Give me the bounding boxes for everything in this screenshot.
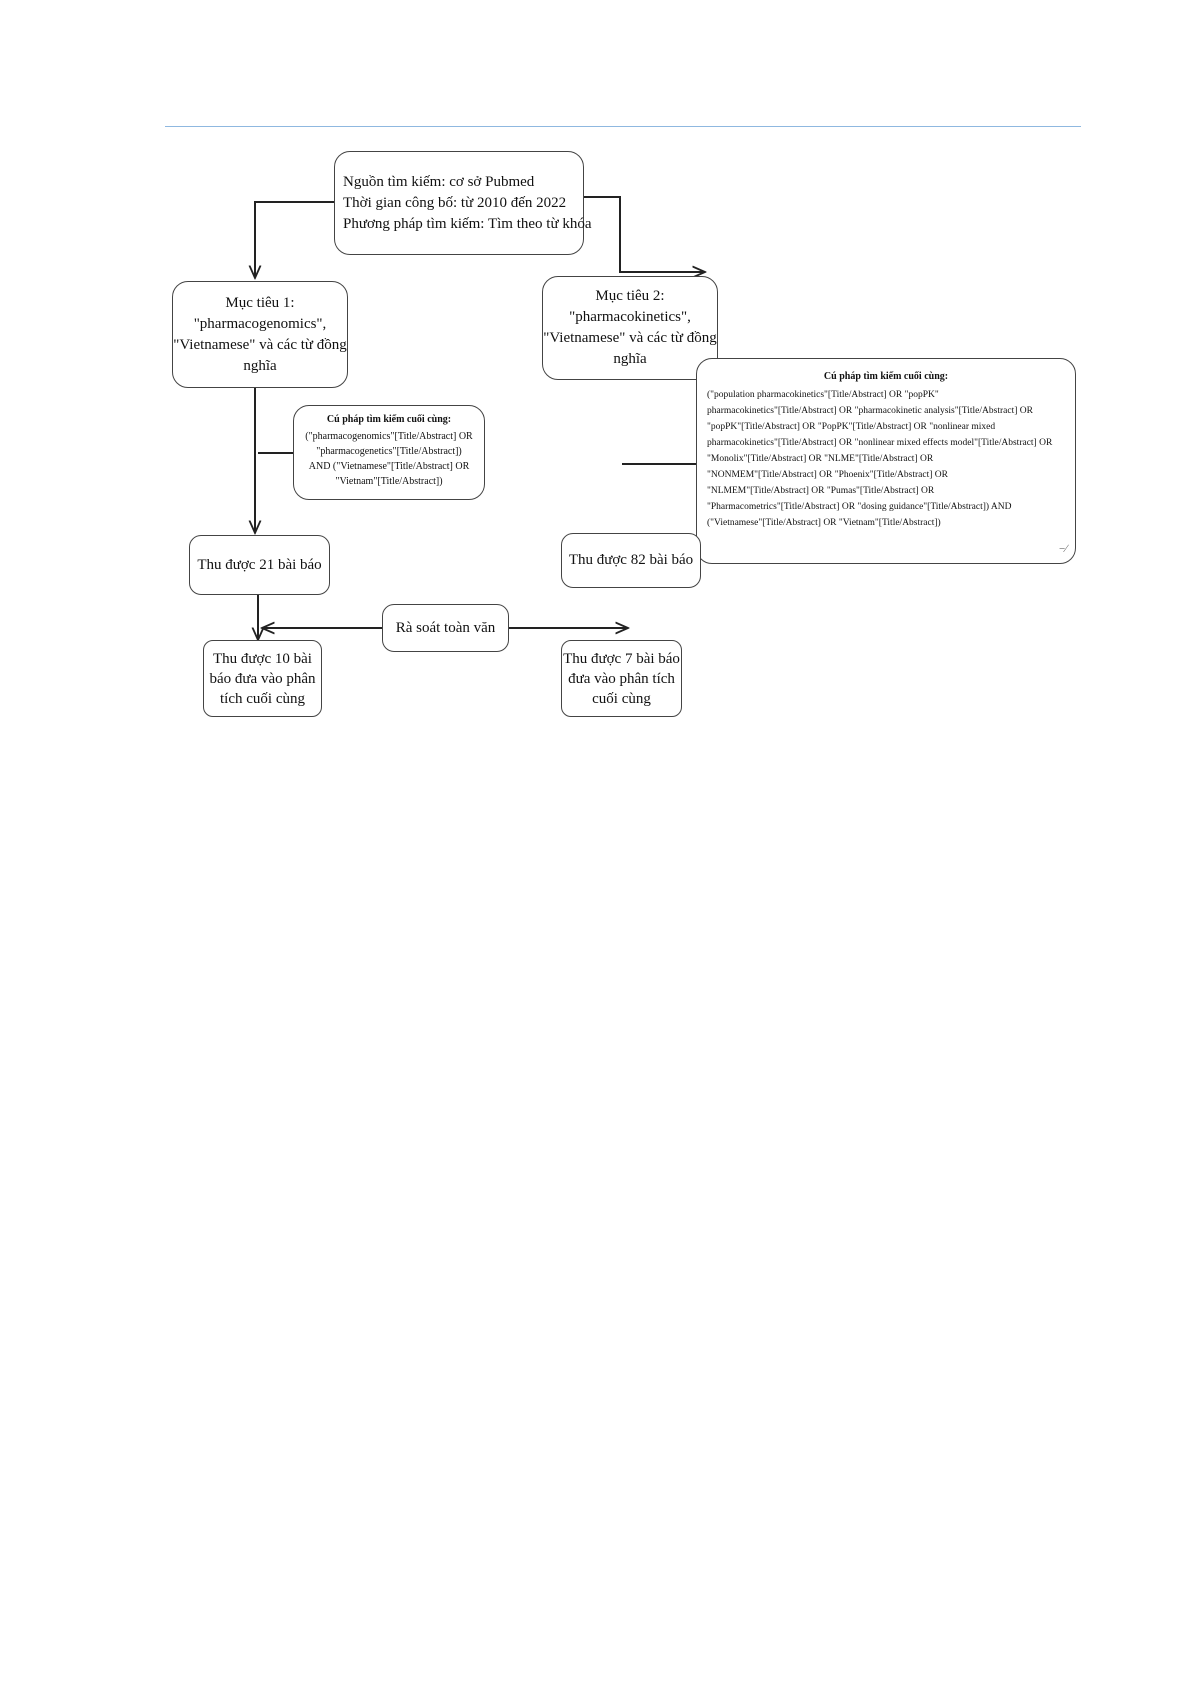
source-line-1: Nguồn tìm kiếm: cơ sở Pubmed — [343, 173, 535, 190]
syntax2-line-8: "Pharmacometrics"[Title/Abstract] OR "do… — [707, 502, 1012, 512]
syntax2-box: Cú pháp tìm kiếm cuối cùng: ("population… — [696, 358, 1076, 564]
goal1-line-4: nghĩa — [243, 357, 277, 374]
syntax2-line-2: pharmacokinetics"[Title/Abstract] OR "ph… — [707, 406, 1033, 416]
syntax2-line-7: "NLMEM"[Title/Abstract] OR "Pumas"[Title… — [707, 486, 935, 496]
connector-source-goal2 — [584, 196, 705, 272]
goal2-line-3: "Vietnamese" và các từ đồng — [543, 330, 717, 346]
final1-line-1: Thu được 10 bài — [213, 650, 312, 667]
goal2-box: Mục tiêu 2: "pharmacokinetics", "Vietnam… — [542, 276, 718, 380]
goal2-line-1: Mục tiêu 2: — [595, 288, 665, 304]
final1-line-2: báo đưa vào phân — [209, 670, 316, 687]
resize-handle-icon: −∕ — [1058, 543, 1067, 555]
source-box: Nguồn tìm kiếm: cơ sở Pubmed Thời gian c… — [334, 151, 591, 255]
goal2-line-2: "pharmacokinetics", — [569, 309, 691, 325]
final1-line-3: tích cuối cùng — [220, 690, 305, 707]
syntax2-line-1: ("population pharmacokinetics"[Title/Abs… — [707, 390, 939, 400]
final2-line-2: đưa vào phân tích — [568, 670, 675, 687]
goal1-box: Mục tiêu 1: "pharmacogenomics", "Vietnam… — [172, 281, 348, 388]
screen-box: Rà soát toàn văn — [382, 604, 509, 652]
result1-box: Thu được 21 bài báo — [189, 535, 330, 595]
final2-box: Thu được 7 bài báo đưa vào phân tích cuố… — [561, 640, 682, 717]
result2-box: Thu được 82 bài báo — [561, 533, 701, 588]
syntax2-title: Cú pháp tìm kiếm cuối cùng: — [823, 371, 949, 382]
syntax1-box: Cú pháp tìm kiếm cuối cùng: ("pharmacoge… — [293, 405, 485, 500]
result2-label: Thu được 82 bài báo — [568, 552, 694, 568]
goal2-line-4: nghĩa — [613, 351, 647, 367]
syntax1-line-1: ("pharmacogenomics"[Title/Abstract] OR — [305, 431, 473, 442]
source-line-2: Thời gian công bố: từ 2010 đến 2022 — [343, 194, 567, 211]
syntax2-line-3: "popPK"[Title/Abstract] OR "PopPK"[Title… — [707, 422, 996, 432]
syntax2-line-5: "Monolix"[Title/Abstract] OR "NLME"[Titl… — [707, 454, 934, 464]
result1-label: Thu được 21 bài báo — [197, 556, 322, 573]
goal1-line-2: "pharmacogenomics", — [193, 315, 327, 332]
goal1-line-3: "Vietnamese" và các từ đồng — [173, 336, 347, 353]
header-rule — [165, 126, 1081, 127]
connector-source-goal1 — [255, 201, 334, 278]
goal1-line-1: Mục tiêu 1: — [225, 294, 295, 311]
syntax1-title: Cú pháp tìm kiếm cuối cùng: — [326, 414, 452, 425]
source-line-3: Phương pháp tìm kiếm: Tìm theo từ khóa — [343, 215, 592, 232]
syntax1-line-3: AND ("Vietnamese"[Title/Abstract] OR — [308, 461, 470, 472]
final1-box: Thu được 10 bài báo đưa vào phân tích cu… — [203, 640, 322, 717]
syntax1-line-4: "Vietnam"[Title/Abstract]) — [335, 476, 443, 487]
syntax2-line-4: pharmacokinetics"[Title/Abstract] OR "no… — [707, 438, 1053, 448]
final2-line-3: cuối cùng — [592, 690, 651, 707]
syntax1-line-2: "pharmacogenetics"[Title/Abstract]) — [316, 446, 462, 457]
syntax2-line-6: "NONMEM"[Title/Abstract] OR "Phoenix"[Ti… — [707, 470, 948, 480]
screen-label: Rà soát toàn văn — [395, 619, 496, 636]
syntax2-line-9: ("Vietnamese"[Title/Abstract] OR "Vietna… — [707, 518, 941, 528]
final2-line-1: Thu được 7 bài báo — [563, 650, 680, 667]
